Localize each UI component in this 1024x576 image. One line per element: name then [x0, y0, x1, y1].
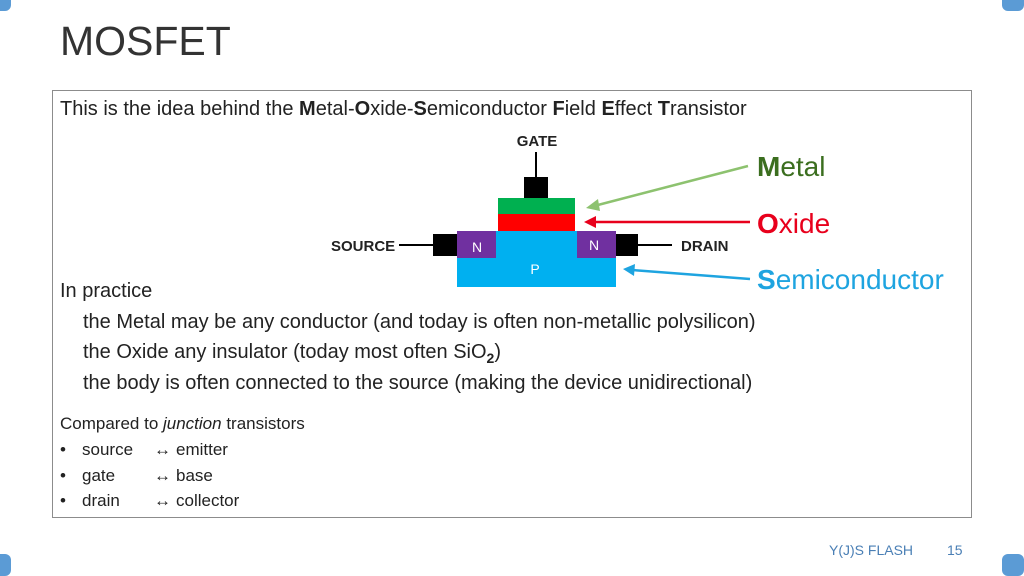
double-arrow-icon: ↔: [154, 466, 171, 485]
practice-line-oxide: the Oxide any insulator (today most ofte…: [83, 341, 502, 366]
corner-decoration-bottom-right: [1002, 554, 1024, 576]
n-region-source: [457, 231, 496, 258]
slide-title: MOSFET: [60, 18, 231, 64]
drain-contact: [616, 234, 638, 256]
list-item: •drain↔collector: [60, 491, 240, 510]
content-box: [52, 90, 972, 518]
metal-label: Metal: [757, 151, 825, 182]
footer-title: Y(J)S FLASH: [829, 542, 914, 558]
intro-sentence: This is the idea behind the Metal-Oxide-…: [60, 98, 747, 120]
list-item: •gate↔base: [60, 466, 213, 485]
source-contact: [433, 234, 457, 256]
n-region-drain: [577, 231, 616, 258]
semiconductor-label: Semiconductor: [757, 264, 944, 295]
compared-heading: Compared to junction transistors: [60, 414, 305, 433]
oxide-arrowhead: [584, 216, 596, 228]
metal-arrowhead: [586, 199, 600, 211]
n-left-label: N: [472, 239, 482, 255]
practice-heading: In practice: [60, 280, 153, 302]
semiconductor-arrowhead: [623, 264, 635, 276]
n-right-label: N: [589, 237, 599, 253]
corner-decoration-top-right: [1002, 0, 1024, 11]
list-item: •source↔emitter: [60, 440, 228, 459]
practice-line-body: the body is often connected to the sourc…: [83, 372, 753, 394]
corner-decoration-bottom-left: [0, 554, 11, 576]
gate-label: GATE: [517, 133, 558, 150]
p-label: P: [530, 261, 539, 277]
source-label: SOURCE: [331, 238, 395, 255]
page-number: 15: [947, 542, 963, 558]
oxide-label: Oxide: [757, 208, 830, 239]
oxide-layer: [498, 214, 575, 231]
double-arrow-icon: ↔: [154, 440, 171, 459]
metal-arrow: [593, 164, 749, 208]
corner-decoration-top-left: [0, 0, 11, 11]
semiconductor-arrow: [631, 268, 751, 281]
drain-label: DRAIN: [681, 238, 729, 255]
double-arrow-icon: ↔: [154, 491, 171, 510]
gate-contact: [524, 177, 548, 198]
practice-line-metal: the Metal may be any conductor (and toda…: [83, 311, 756, 333]
metal-layer: [498, 198, 575, 214]
